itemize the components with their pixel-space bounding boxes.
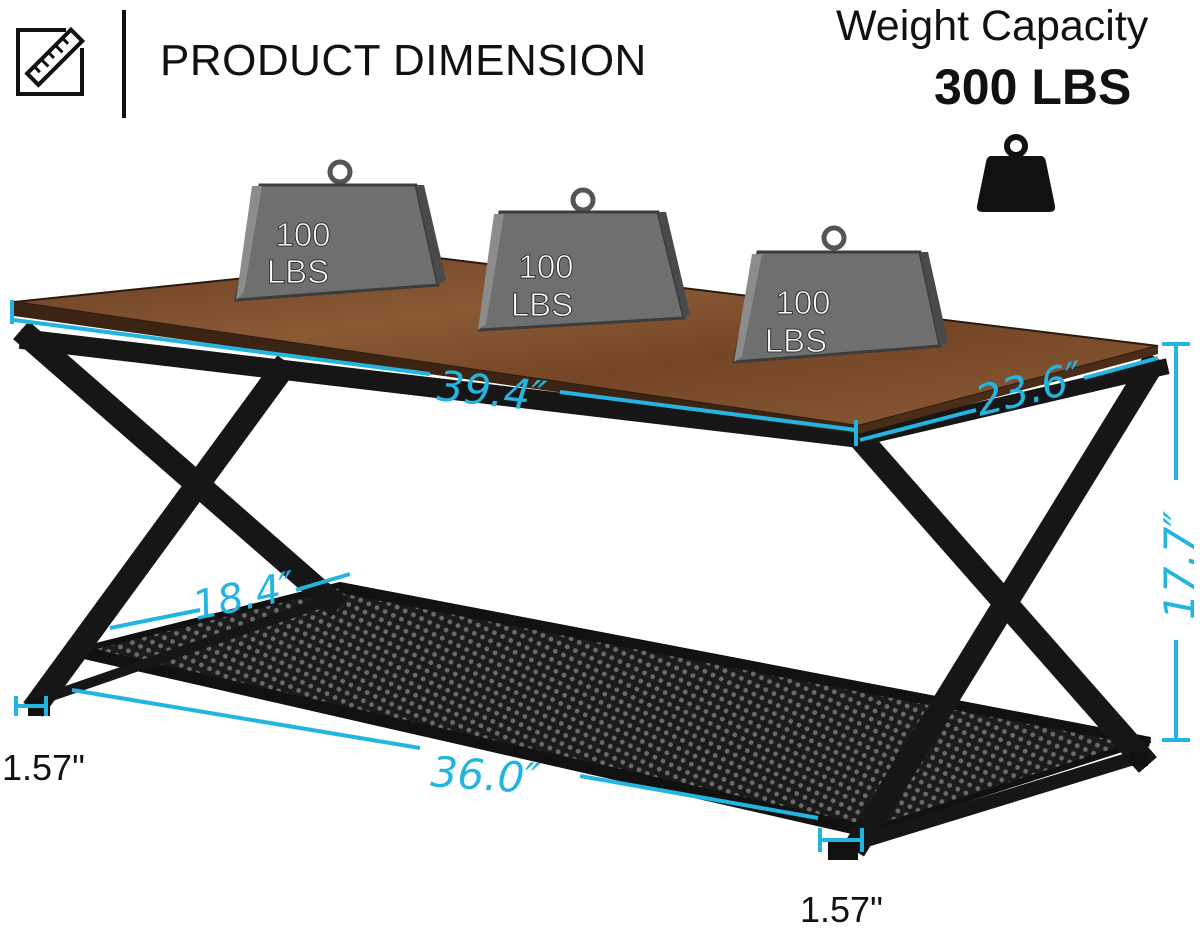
- capacity-value: 300 LBS: [934, 59, 1132, 115]
- weight-3: 100 LBS: [732, 225, 948, 364]
- weight-1-unit: LBS: [267, 253, 329, 290]
- header: PRODUCT DIMENSION Weight Capacity 300 LB…: [0, 0, 1200, 212]
- kettlebell-weight-icon: [976, 134, 1056, 212]
- foot-right-label: 1.57": [800, 889, 883, 929]
- height-label: 17.7″: [1155, 510, 1200, 620]
- weight-2-unit: LBS: [511, 286, 573, 323]
- weight-1: 100 LBS: [234, 159, 446, 302]
- foot-left-label: 1.57": [2, 747, 85, 788]
- header-divider: [122, 10, 126, 118]
- ruler-pencil-icon: [16, 26, 86, 96]
- capacity-label: Weight Capacity: [836, 2, 1149, 50]
- weight-2-amount: 100: [518, 248, 573, 285]
- base-length-label: 36.0″: [429, 747, 542, 804]
- table-frame: [13, 321, 1170, 857]
- dimension-lines: [10, 300, 1190, 852]
- top-length-label: 39.4″: [435, 361, 549, 421]
- foot-right: [828, 840, 858, 860]
- page-title: PRODUCT DIMENSION: [160, 36, 647, 85]
- weight-1-amount: 100: [275, 216, 330, 253]
- weight-2: 100 LBS: [478, 187, 690, 332]
- weight-3-amount: 100: [775, 284, 830, 321]
- weight-3-unit: LBS: [765, 322, 827, 359]
